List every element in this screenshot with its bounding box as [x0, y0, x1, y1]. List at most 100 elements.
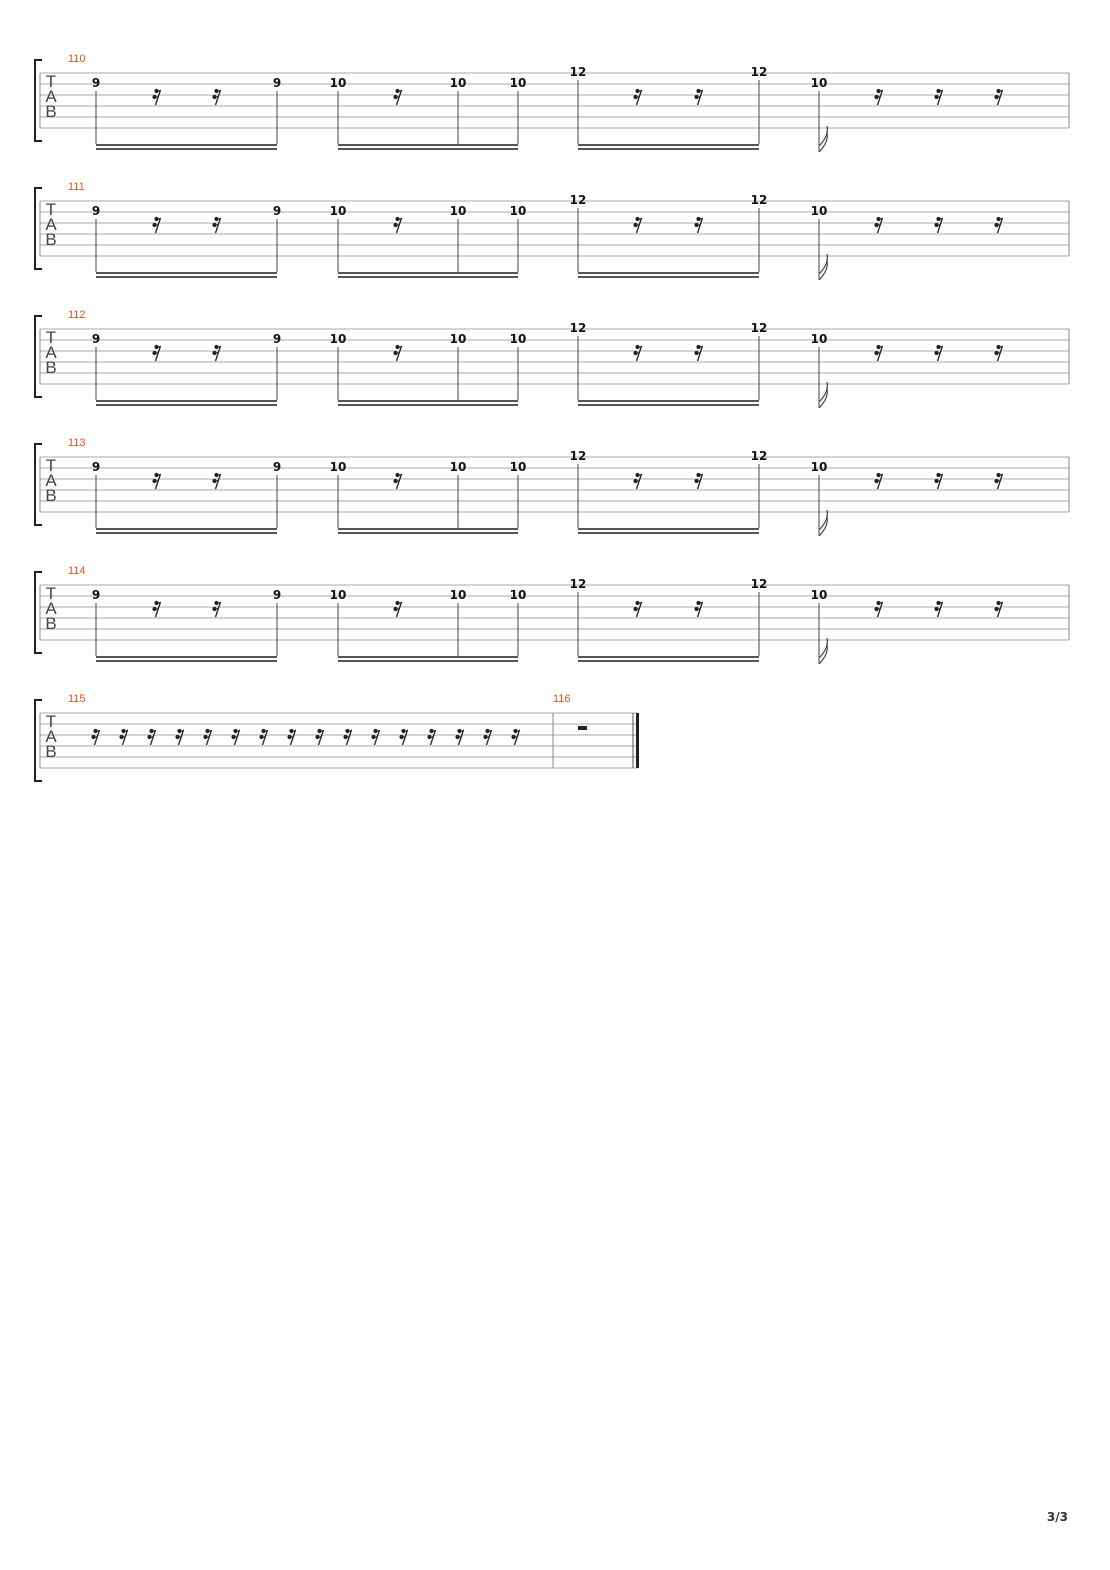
tab-system — [34, 571, 1070, 665]
sixteenth-rest-icon — [994, 216, 1004, 234]
half-rest-icon — [578, 726, 587, 730]
fret-number: 10 — [811, 76, 828, 90]
sixteenth-rest-icon — [934, 472, 944, 490]
rest-flag — [698, 473, 703, 477]
rest-flag — [207, 729, 212, 733]
rest-stem — [876, 473, 884, 490]
rest-flag — [938, 601, 943, 605]
rest-flag — [347, 729, 352, 733]
sixteenth-rest-icon — [994, 600, 1004, 618]
rest-stem — [395, 601, 403, 618]
sixteenth-rest-icon — [212, 216, 222, 234]
rest-flag — [876, 351, 881, 355]
rest-flag — [876, 607, 881, 611]
fret-number: 9 — [273, 588, 281, 602]
fret-number: 12 — [751, 193, 768, 207]
system-bracket — [34, 59, 42, 142]
tab-system — [34, 59, 1070, 153]
rest-flag — [154, 607, 159, 611]
sixteenth-rest-icon — [455, 728, 465, 746]
rest-stem — [214, 473, 222, 490]
rest-flag — [876, 479, 881, 483]
rest-stem — [429, 729, 437, 746]
fret-number: 9 — [92, 204, 100, 218]
rest-flag — [395, 223, 400, 227]
tab-clef-letter: B — [45, 230, 56, 249]
sixteenth-rest-icon — [231, 728, 241, 746]
rest-flag — [936, 223, 941, 227]
sixteenth-rest-icon — [934, 600, 944, 618]
rest-flag — [401, 735, 406, 739]
sixteenth-rest-icon — [633, 600, 643, 618]
fret-number: 10 — [811, 204, 828, 218]
system-bracket — [34, 443, 42, 526]
rest-flag — [395, 351, 400, 355]
sixteenth-rest-icon — [694, 344, 704, 362]
rest-flag — [431, 729, 436, 733]
sixteenth-rest-icon — [175, 728, 185, 746]
rest-stem — [635, 473, 643, 490]
rest-flag — [397, 345, 402, 349]
sixteenth-rest-icon — [393, 216, 403, 234]
rest-flag — [637, 345, 642, 349]
sixteenth-rest-icon — [483, 728, 493, 746]
rest-stem — [936, 217, 944, 234]
rest-flag — [154, 351, 159, 355]
rest-flag — [216, 217, 221, 221]
rest-flag — [93, 735, 98, 739]
rest-flag — [696, 607, 701, 611]
rest-flag — [698, 601, 703, 605]
sixteenth-rest-icon — [212, 472, 222, 490]
rest-flag — [998, 473, 1003, 477]
rest-flag — [373, 735, 378, 739]
sixteenth-rest-icon — [934, 344, 944, 362]
rest-stem — [996, 345, 1004, 362]
tab-clef-letter: B — [45, 102, 56, 121]
rest-flag — [291, 729, 296, 733]
sixteenth-rest-icon — [152, 216, 162, 234]
system-bracket — [34, 187, 42, 270]
rest-flag — [216, 345, 221, 349]
rest-flag — [397, 473, 402, 477]
tab-clef-letter: A — [45, 727, 57, 746]
rest-stem — [373, 729, 381, 746]
measure-number: 115 — [68, 693, 86, 705]
rest-flag — [996, 351, 1001, 355]
fret-number: 12 — [751, 65, 768, 79]
rest-flag — [151, 729, 156, 733]
tab-clef-letter: T — [46, 328, 56, 347]
fret-number: 9 — [92, 76, 100, 90]
rest-stem — [936, 89, 944, 106]
sixteenth-rest-icon — [119, 728, 129, 746]
rest-stem — [154, 89, 162, 106]
note-flag — [818, 637, 828, 659]
sixteenth-rest-icon — [203, 728, 213, 746]
sixteenth-rest-icon — [393, 88, 403, 106]
tab-clef-letter: T — [46, 584, 56, 603]
rest-stem — [876, 89, 884, 106]
tab-clef-letter: B — [45, 614, 56, 633]
sixteenth-rest-icon — [212, 88, 222, 106]
rest-stem — [401, 729, 409, 746]
rest-stem — [154, 217, 162, 234]
sixteenth-rest-icon — [393, 600, 403, 618]
rest-flag — [698, 89, 703, 93]
fret-number: 10 — [510, 460, 527, 474]
fret-number: 10 — [510, 76, 527, 90]
rest-flag — [397, 217, 402, 221]
rest-stem — [635, 345, 643, 362]
fret-number: 10 — [450, 588, 467, 602]
measure-number: 112 — [68, 309, 86, 321]
sixteenth-rest-icon — [91, 728, 101, 746]
rest-stem — [395, 217, 403, 234]
tab-clef-letter: B — [45, 486, 56, 505]
rest-flag — [936, 351, 941, 355]
rest-flag — [696, 223, 701, 227]
fret-number: 10 — [510, 588, 527, 602]
rest-flag — [938, 89, 943, 93]
rest-stem — [154, 345, 162, 362]
rest-flag — [397, 89, 402, 93]
sixteenth-rest-icon — [393, 344, 403, 362]
sixteenth-rest-icon — [511, 728, 521, 746]
rest-stem — [485, 729, 493, 746]
